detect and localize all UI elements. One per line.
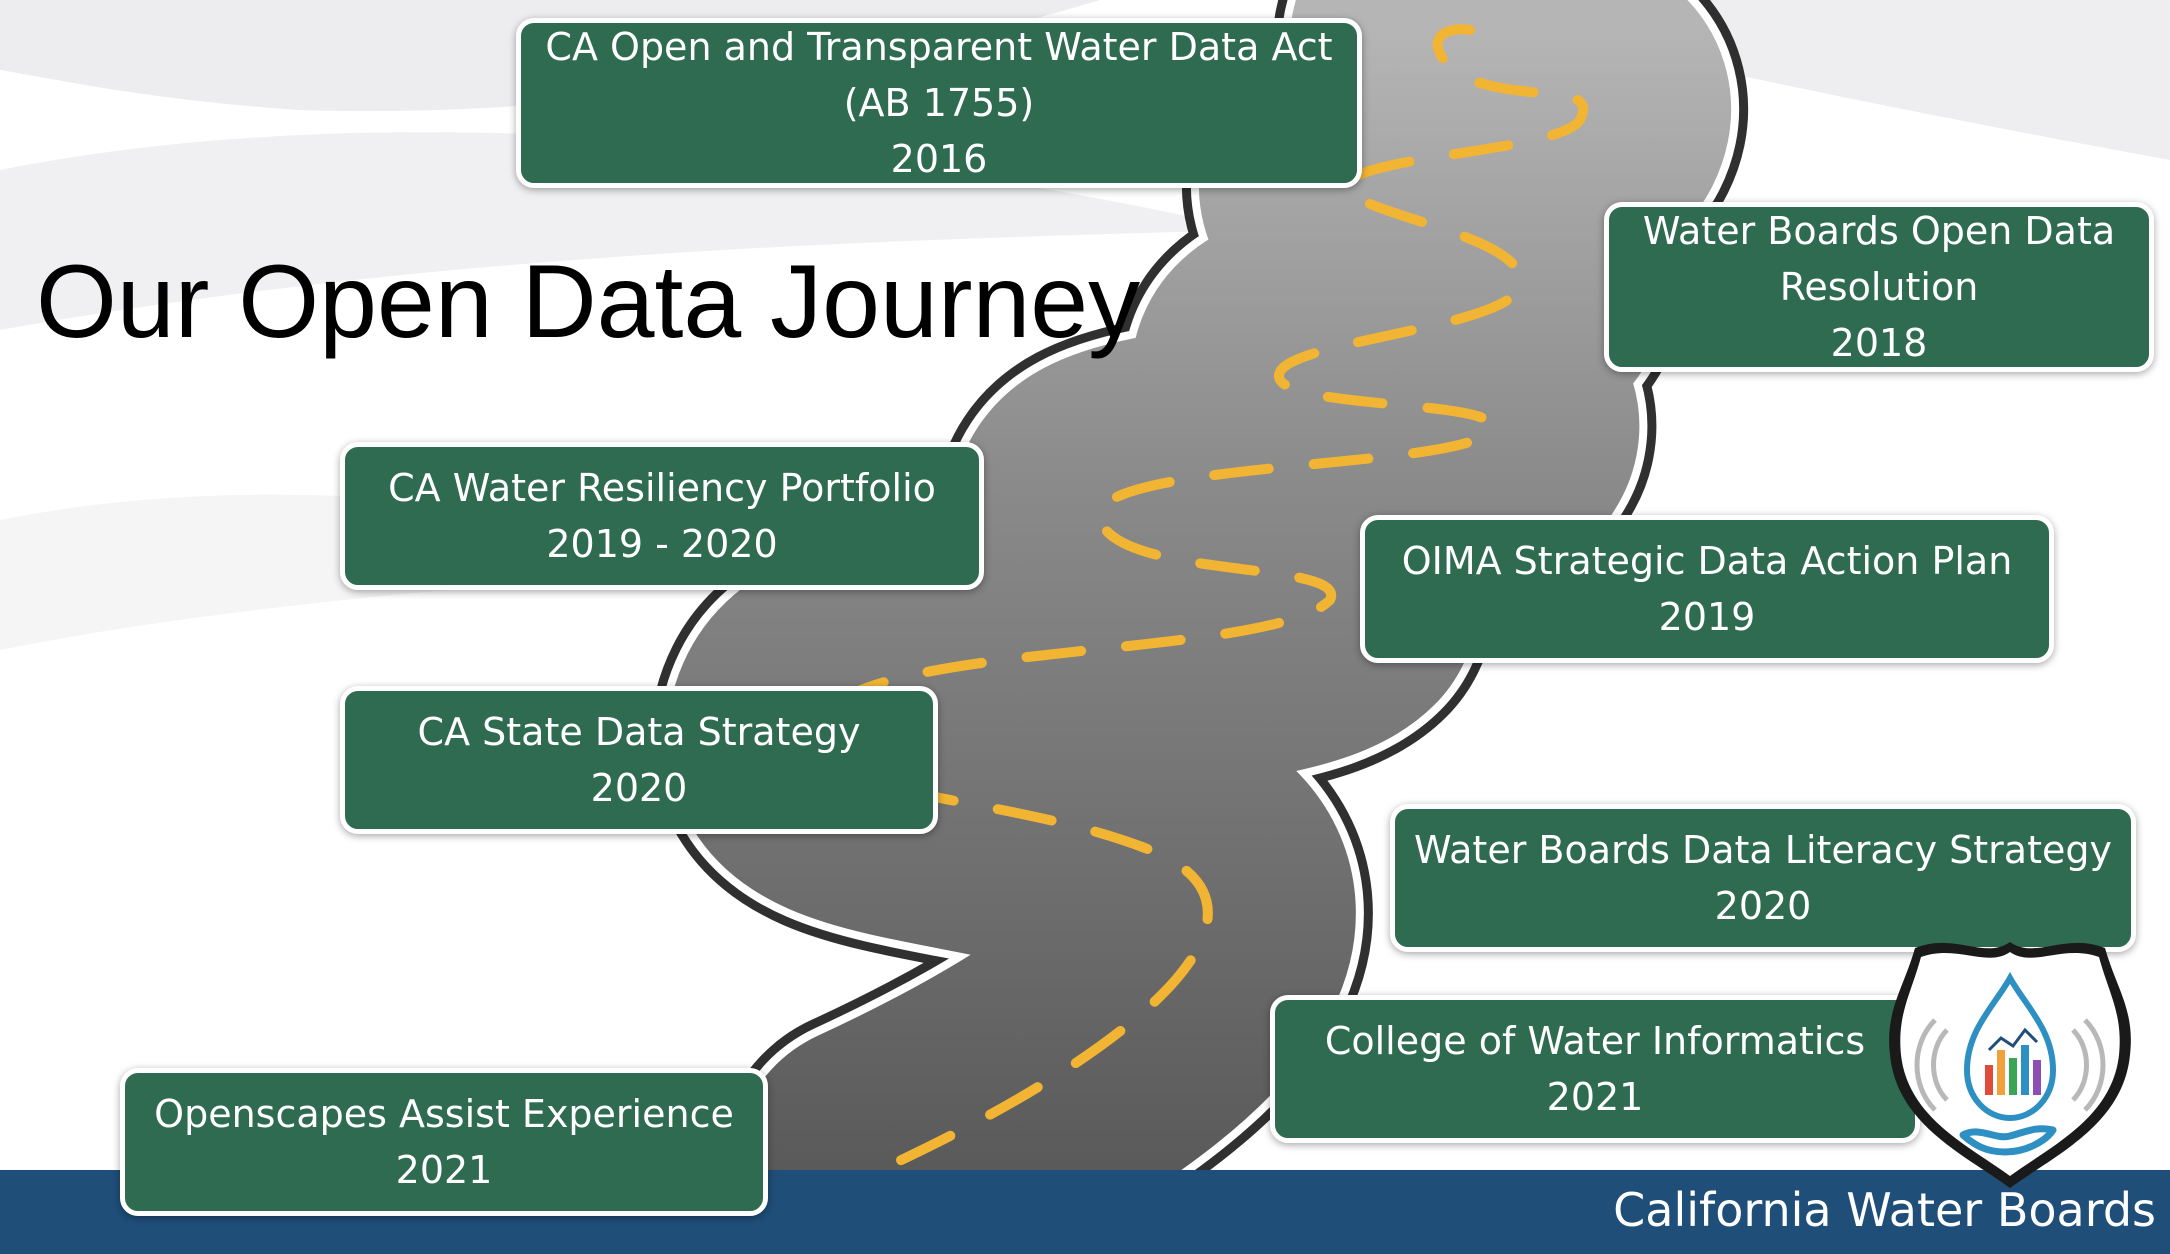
signal-arcs-icon (1914, 1018, 2106, 1112)
milestone-state-data-strategy: CA State Data Strategy 2020 (340, 686, 938, 834)
milestone-name: CA State Data Strategy (417, 710, 861, 754)
milestone-open-data-resolution: Water Boards Open Data Resolution 2018 (1604, 202, 2154, 372)
milestone-name: College of Water Informatics (1324, 1019, 1866, 1063)
milestone-water-resiliency-portfolio: CA Water Resiliency Portfolio 2019 - 202… (340, 442, 984, 590)
milestone-year: 2021 (1546, 1075, 1644, 1119)
milestone-name: CA Open and Transparent Water Data Act (545, 25, 1333, 69)
milestone-water-data-act: CA Open and Transparent Water Data Act (… (516, 18, 1362, 188)
milestone-name: Water Boards Data Literacy Strategy (1414, 828, 2112, 872)
milestone-year: 2018 (1830, 321, 1928, 365)
milestone-year: 2020 (590, 766, 688, 810)
milestone-openscapes-assist: Openscapes Assist Experience 2021 (120, 1068, 768, 1216)
milestone-college-water-informatics: College of Water Informatics 2021 (1270, 995, 1920, 1143)
milestone-year: 2020 (1714, 884, 1812, 928)
milestone-detail: Resolution (1779, 265, 1979, 309)
milestone-name: CA Water Resiliency Portfolio (388, 466, 936, 510)
milestone-year: 2019 - 2020 (546, 522, 778, 566)
route-shield-logo (1889, 942, 2131, 1188)
hand-icon (1959, 1125, 2057, 1156)
milestone-oima-data-action-plan: OIMA Strategic Data Action Plan 2019 (1360, 515, 2054, 663)
milestone-name: Water Boards Open Data (1642, 209, 2116, 253)
milestone-year: 2016 (890, 137, 988, 181)
slide-title: Our Open Data Journey (36, 244, 1141, 360)
milestone-data-literacy-strategy: Water Boards Data Literacy Strategy 2020 (1390, 804, 2136, 952)
bar-chart-icon (1985, 1027, 2041, 1095)
milestone-name: OIMA Strategic Data Action Plan (1401, 539, 2013, 583)
milestone-detail: (AB 1755) (843, 81, 1035, 125)
milestone-year: 2019 (1658, 595, 1756, 639)
milestone-year: 2021 (395, 1148, 493, 1192)
milestone-name: Openscapes Assist Experience (154, 1092, 734, 1136)
footer-label: California Water Boards (1613, 1183, 2156, 1237)
